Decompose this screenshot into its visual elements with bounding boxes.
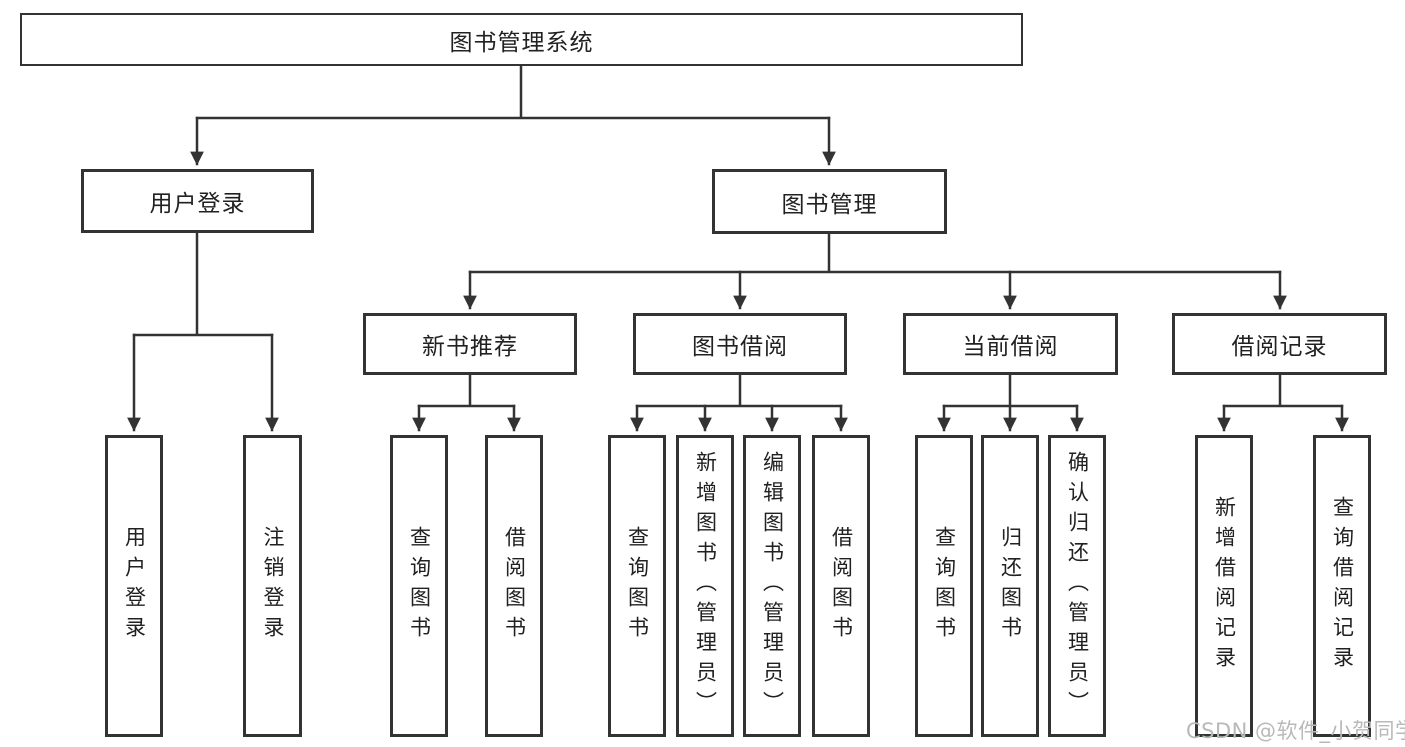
node-new-book-recommendation: 新书推荐 [363,313,577,375]
node-borrowing-records-label: 借阅记录 [1231,334,1328,360]
leaf-confirm-return-admin: 确认归还（管理员） [1048,435,1106,737]
leaf-return-books: 归还图书 [981,435,1039,737]
node-book-borrowing: 图书借阅 [633,313,847,375]
leaf-add-borrow-record: 新增借阅记录 [1195,435,1253,737]
node-book-management-label: 图书管理 [781,191,878,218]
node-new-book-recommendation-label: 新书推荐 [422,334,518,360]
node-book-borrowing-label: 图书借阅 [692,334,788,360]
leaf-query-books-recommend: 查询图书 [390,435,448,737]
node-root: 图书管理系统 [20,13,1023,66]
leaf-query-books-current: 查询图书 [915,435,973,737]
leaf-borrow-books-recommend: 借阅图书 [485,435,543,737]
node-user-login: 用户登录 [81,169,314,233]
node-current-borrowing-label: 当前借阅 [962,334,1059,360]
leaf-query-borrow-record: 查询借阅记录 [1313,435,1371,737]
leaf-logout: 注销登录 [243,435,302,737]
leaf-borrow-books: 借阅图书 [812,435,870,737]
node-current-borrowing: 当前借阅 [903,313,1118,375]
node-root-label: 图书管理系统 [449,29,594,56]
leaf-add-book-admin: 新增图书（管理员） [676,435,734,737]
leaf-edit-book-admin: 编辑图书（管理员） [743,435,801,737]
csdn-watermark: CSDN @软件_小贺同学 [1186,719,1405,743]
leaf-user-login: 用户登录 [105,435,163,737]
leaf-query-books-borrow: 查询图书 [608,435,666,737]
node-borrowing-records: 借阅记录 [1172,313,1387,375]
node-user-login-label: 用户登录 [149,191,246,217]
node-book-management: 图书管理 [712,169,947,234]
